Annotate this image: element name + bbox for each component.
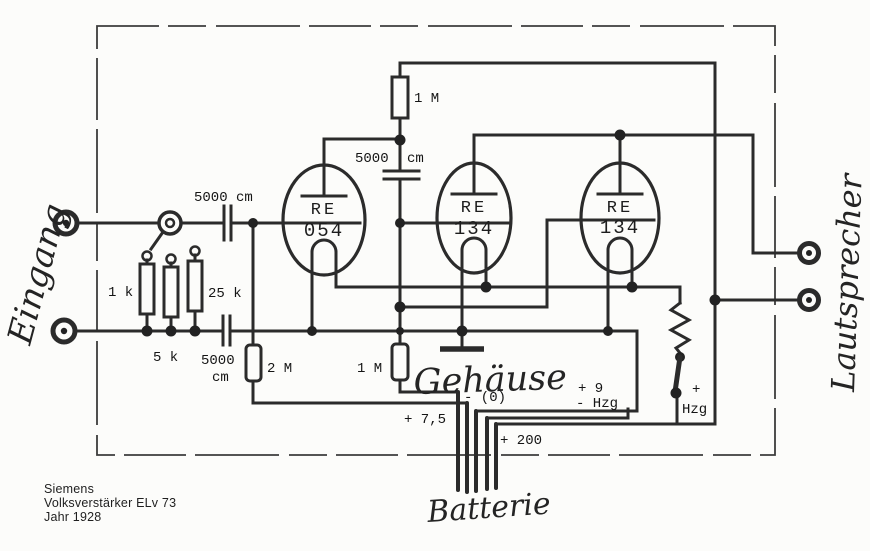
label-c-line-value: 5000 (201, 353, 235, 369)
label-plus-200: + 200 (500, 433, 542, 449)
tube3-type: RE (607, 199, 633, 218)
tube1-number: 054 (304, 220, 344, 242)
tube2-number: 134 (454, 218, 494, 240)
wiring (74, 61, 801, 426)
label-r-1m-anode: 1 M (414, 91, 439, 107)
title-block: Siemens Volksverstärker ELv 73 Jahr 1928 (44, 482, 176, 524)
line-cap (221, 314, 232, 347)
heater-switch (670, 352, 685, 399)
tube-re134-second: RE 134 (579, 161, 661, 333)
resistor-1k (138, 262, 156, 333)
resistor-2m (244, 343, 263, 383)
speaker-terminal-top (797, 241, 821, 265)
label-chassis: Gehäuse (413, 358, 568, 403)
resistor-1m-grid (390, 342, 410, 382)
heater-resistor (667, 300, 693, 359)
input-coupling-cap (222, 204, 233, 242)
label-r-2m: 2 M (267, 361, 292, 377)
label-minus-hzg: - Hzg (576, 396, 618, 412)
volume-switch (148, 210, 183, 252)
tube2-type: RE (461, 199, 487, 218)
label-r-5k: 5 k (153, 350, 178, 366)
input-terminal-bottom (50, 317, 78, 345)
speaker-terminal-bottom (797, 288, 821, 312)
label-plus-9: + 9 (578, 381, 603, 397)
label-c-coupling-unit: cm (407, 151, 424, 167)
battery-wires (456, 390, 498, 494)
resistor-5k (162, 265, 180, 333)
label-heater: Hzg (682, 402, 707, 418)
label-speaker: Lautsprecher (824, 172, 870, 394)
interstage-coupling-cap (382, 169, 421, 181)
schematic-border (96, 25, 776, 456)
label-battery: Batterie (425, 486, 552, 530)
input-terminal-top (52, 209, 80, 237)
junction-dots (141, 129, 721, 337)
tube3-number: 134 (600, 217, 640, 239)
resistor-1m-anode (390, 75, 410, 120)
label-r-1k: 1 k (108, 285, 133, 301)
label-r-25k: 25 k (208, 286, 242, 302)
label-heater-plus: + (692, 382, 700, 398)
title-model: Volksverstärker ELv 73 (44, 496, 177, 510)
tube-re054: RE 054 (281, 163, 367, 333)
label-c-coupling-value: 5000 (355, 151, 389, 167)
title-year: Jahr 1928 (44, 510, 102, 524)
resistor-25k (186, 259, 204, 333)
label-minus-0: - (0) (464, 390, 506, 406)
title-company: Siemens (44, 482, 95, 496)
label-plus-7-5: + 7,5 (404, 412, 446, 428)
label-r-1m-grid: 1 M (357, 361, 382, 377)
label-c-input: 5000 cm (194, 190, 253, 206)
tube1-type: RE (311, 201, 337, 220)
label-c-line-unit: cm (212, 370, 229, 386)
tube-re134-first: RE 134 (435, 161, 513, 333)
